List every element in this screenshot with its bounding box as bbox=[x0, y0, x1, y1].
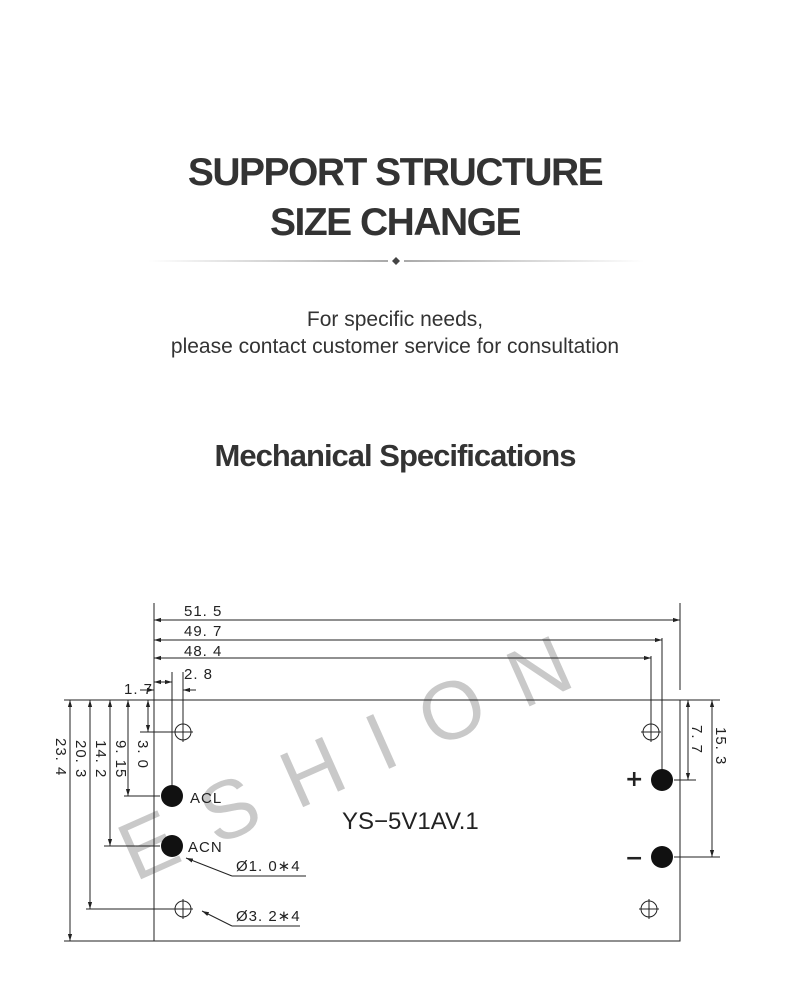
leader-hole-diameter bbox=[201, 910, 233, 927]
pin-acl bbox=[161, 785, 183, 807]
pin-acn bbox=[161, 835, 183, 857]
pin-label-acn: ACN bbox=[188, 839, 223, 856]
mounting-hole-top-right bbox=[641, 722, 661, 742]
dim-hole-offset-y: 3. 0 bbox=[134, 740, 151, 769]
pin-label-minus: − bbox=[625, 846, 643, 871]
section-heading: Mechanical Specifications bbox=[214, 438, 577, 473]
dim-pin-offset-x: 2. 8 bbox=[184, 666, 213, 683]
dim-hole-span: 49. 7 bbox=[184, 623, 222, 640]
dim-hole-offset-x: 1. 7 bbox=[124, 681, 153, 698]
page-title-line-1: SUPPORT STRUCTURE bbox=[187, 151, 604, 194]
dim-plus-y: 7. 7 bbox=[688, 725, 705, 754]
callout-hole-diameter: Ø3. 2∗4 bbox=[236, 908, 301, 925]
mounting-hole-bottom-right bbox=[639, 899, 659, 919]
pin-label-acl: ACL bbox=[190, 790, 222, 807]
title-block: SUPPORT STRUCTURE SIZE CHANGE bbox=[0, 148, 790, 248]
intro-line-1: For specific needs, bbox=[306, 308, 484, 331]
mounting-hole-bottom-left bbox=[173, 899, 193, 919]
board-outline bbox=[153, 699, 681, 942]
intro-line-2: please contact customer service for cons… bbox=[170, 335, 620, 358]
model-label: YS−5V1AV.1 bbox=[342, 808, 479, 835]
dim-pin-span: 48. 4 bbox=[184, 643, 222, 660]
dim-lower-hole-y: 20. 3 bbox=[72, 740, 89, 778]
callout-pin-diameter: Ø1. 0∗4 bbox=[236, 858, 301, 875]
page-title-line-2: SIZE CHANGE bbox=[269, 201, 522, 244]
intro-text: For specific needs, please contact custo… bbox=[0, 306, 790, 360]
watermark: ESHION bbox=[105, 604, 616, 898]
dim-overall-height: 23. 4 bbox=[52, 738, 69, 776]
title-divider bbox=[148, 257, 644, 265]
mounting-hole-top-left bbox=[173, 722, 193, 742]
dim-acn-y: 14. 2 bbox=[92, 740, 109, 778]
pin-plus bbox=[651, 769, 673, 791]
pin-minus bbox=[651, 846, 673, 868]
pin-label-plus: + bbox=[625, 767, 643, 792]
dim-minus-y: 15. 3 bbox=[712, 727, 729, 765]
leader-pin-diameter bbox=[185, 857, 233, 877]
dim-overall-width: 51. 5 bbox=[184, 603, 222, 620]
dim-acl-y: 9. 15 bbox=[112, 740, 129, 778]
